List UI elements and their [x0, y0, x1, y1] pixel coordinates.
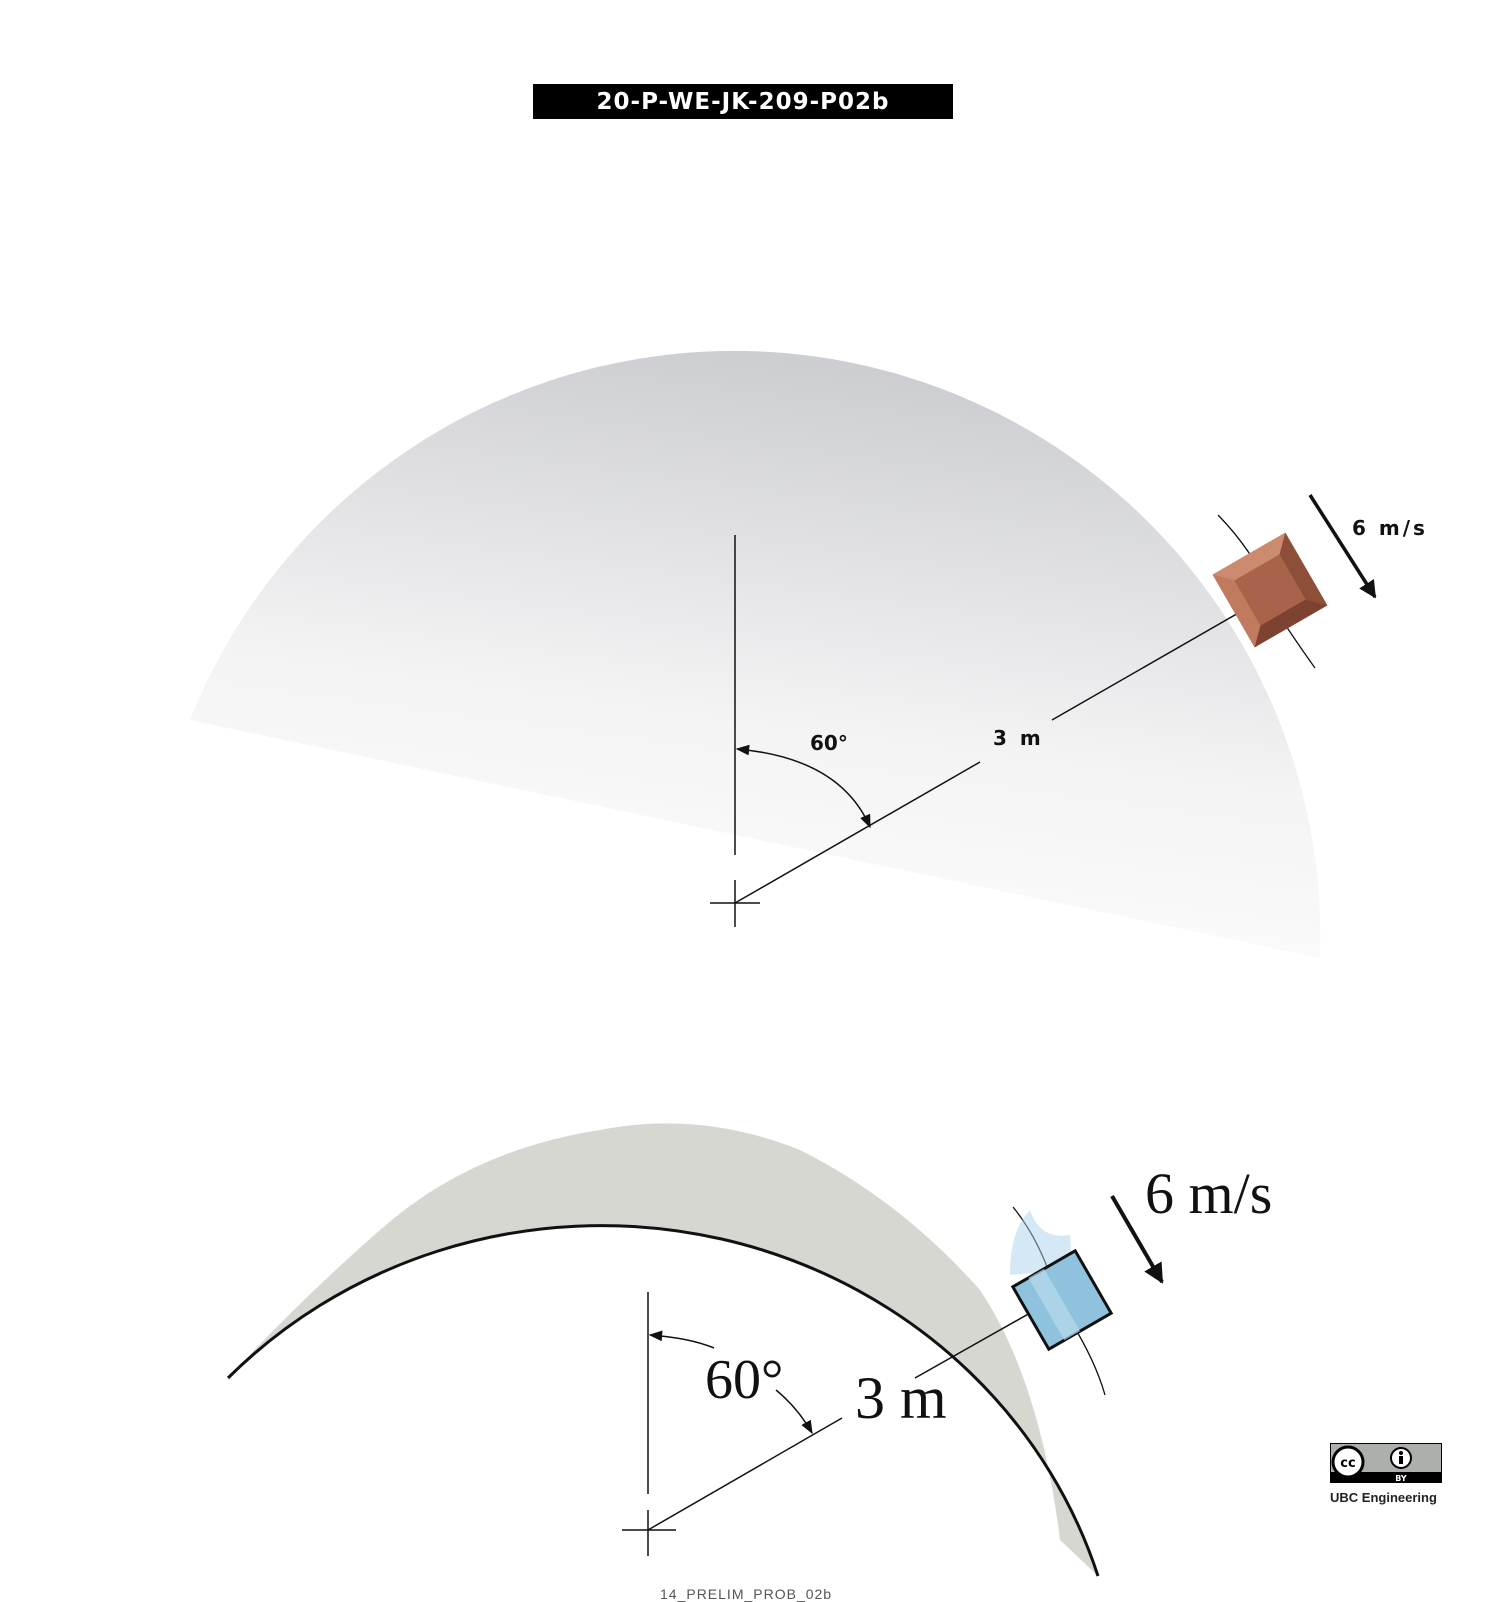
cc-icon [1331, 1445, 1365, 1479]
bottom-angle-arc-upper [648, 1330, 715, 1349]
svg-text:cc: cc [1340, 1456, 1355, 1471]
top-angle-label: 60° [810, 731, 848, 755]
top-figure: 60° 3 m 6 m/s [190, 350, 1428, 958]
bottom-motion-blur [1010, 1210, 1072, 1275]
bottom-figure: 60° 3 m 6 m/s [226, 1123, 1272, 1577]
top-angle-arc [735, 744, 871, 829]
top-curved-surface [190, 350, 1321, 958]
top-radius-label: 3 m [993, 726, 1044, 750]
cc-by-license-badge: cc BY [1330, 1443, 1442, 1483]
cc-badge-by: BY [1395, 1474, 1407, 1483]
problem-id-banner: 20-P-WE-JK-209-P02b [533, 84, 953, 119]
bottom-angle-label: 60° [705, 1349, 783, 1411]
bottom-radius-line [647, 1417, 843, 1531]
credit-text: UBC Engineering [1330, 1490, 1437, 1505]
top-radius-line [734, 761, 981, 904]
figure-caption: 14_PRELIM_PROB_02b [660, 1586, 833, 1602]
bottom-velocity-arrow [1110, 1194, 1164, 1284]
top-speed-label: 6 m/s [1352, 516, 1428, 540]
bottom-curved-surface-edge [226, 1224, 1100, 1577]
bottom-angle-arc-lower [775, 1389, 813, 1435]
bottom-radius-label: 3 m [855, 1365, 947, 1431]
bottom-curved-surface-fill [228, 1123, 1098, 1576]
bottom-speed-label: 6 m/s [1145, 1161, 1272, 1226]
top-sliding-block [1212, 532, 1328, 648]
top-velocity-arrow [1308, 494, 1377, 599]
bottom-sliding-block [1010, 1248, 1114, 1352]
